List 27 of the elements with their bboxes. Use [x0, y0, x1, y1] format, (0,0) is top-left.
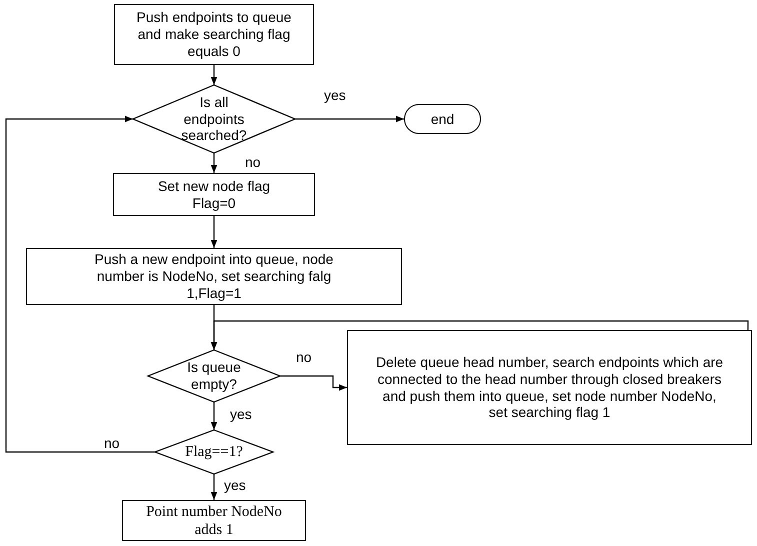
arrow — [210, 216, 218, 248]
process-box — [26, 248, 402, 305]
decision-diamond — [133, 85, 295, 153]
arrow — [210, 320, 749, 350]
process-box — [113, 173, 315, 216]
process-box — [122, 500, 306, 541]
node-text: Push endpoints to queue and make searching flag equals 0 — [136, 9, 292, 60]
node-text: Is queue empty? — [186, 359, 242, 393]
node-text: end — [430, 110, 454, 128]
node-text: Push a new endpoint into queue, node number is NodeNo, set searching falg 1,Flag=1 — [94, 251, 334, 302]
node-text: Point number NodeNo adds 1 — [145, 502, 283, 538]
node-text: Set new node flag Flag=0 — [156, 178, 272, 212]
arrow — [210, 65, 218, 85]
process-box — [114, 4, 314, 65]
node-text: Is all endpoints searched? — [180, 94, 248, 144]
process-box — [347, 330, 752, 445]
node-text: Flag==1? — [185, 443, 243, 461]
arrow — [295, 116, 404, 122]
decision-diamond — [148, 350, 280, 402]
arrow — [210, 153, 218, 173]
arrow — [280, 375, 347, 391]
arrow — [5, 116, 155, 453]
node-text: Delete queue head number, search endpoints which are connected to the head number through closed breakers and push them into queue, set node number NodeNo, set searching flag 1 — [374, 354, 724, 422]
arrow — [210, 402, 218, 430]
terminator — [404, 104, 481, 134]
decision-diamond — [155, 430, 273, 474]
arrow — [210, 474, 218, 500]
